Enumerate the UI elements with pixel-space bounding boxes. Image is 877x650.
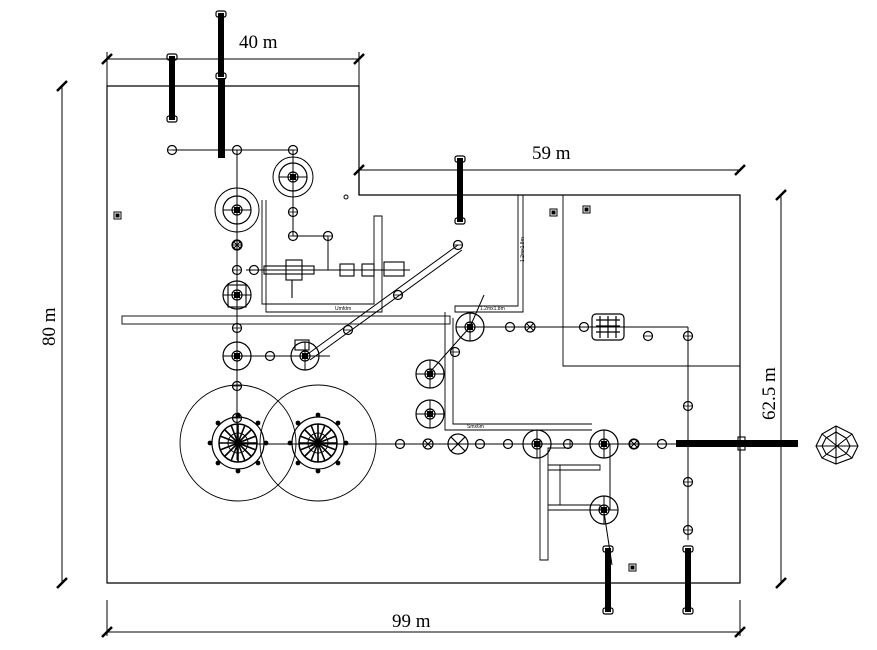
breaker-unit-1 [222,341,252,371]
trench-label-lower: Smx6m [467,424,484,430]
breaker-unit-5 [455,312,485,342]
reactor-wheel-1 [206,411,270,475]
equipment-units [214,156,619,525]
breaker-unit-7 [589,429,619,459]
bushing-bottom-2 [602,545,614,615]
reactor-wheel-2 [286,411,350,475]
trench-label-upper: Umfdm [335,306,351,312]
dimension-bottom-width: 99 m [392,611,431,632]
switchgear-block [591,313,625,341]
breaker-unit-6 [522,429,552,459]
dimension-upper-right-width: 59 m [532,143,571,164]
reactor-units [179,384,377,502]
survey-point [343,194,349,200]
breaker-unit-8 [589,495,619,525]
cable-trenches [121,195,601,561]
grounding-markers [113,205,637,572]
bushing-top-2 [166,53,178,123]
bushing-bottom-1 [682,545,694,615]
trench-labels: Umfdm 1.2mx1.8m 1.2mx1.8m Smx6m [335,237,526,430]
apparatus-row [227,259,405,351]
dimension-top-width: 40 m [239,32,278,53]
trench-label-middle: 1.2mx1.8m [480,306,505,312]
breaker-unit-3 [415,359,445,389]
inner-enclosure [562,195,740,367]
bushing-top-1 [215,10,227,80]
line-termination-tower [737,425,859,465]
site-boundary [106,85,741,584]
feeder-bushings [166,10,798,615]
breaker-unit-4 [415,399,445,429]
dimension-left-height: 80 m [39,307,60,346]
feeder-right-conductor [676,440,798,447]
bushing-top-3 [454,155,466,225]
bus-conductors [172,149,690,566]
transformer-unit-2 [278,162,308,192]
dimension-lines [56,52,787,638]
transformer-unit-1 [222,195,252,225]
dimension-right-height: 62.5 m [759,367,780,420]
trench-label-vertical: 1.2mx1.8m [520,237,526,262]
